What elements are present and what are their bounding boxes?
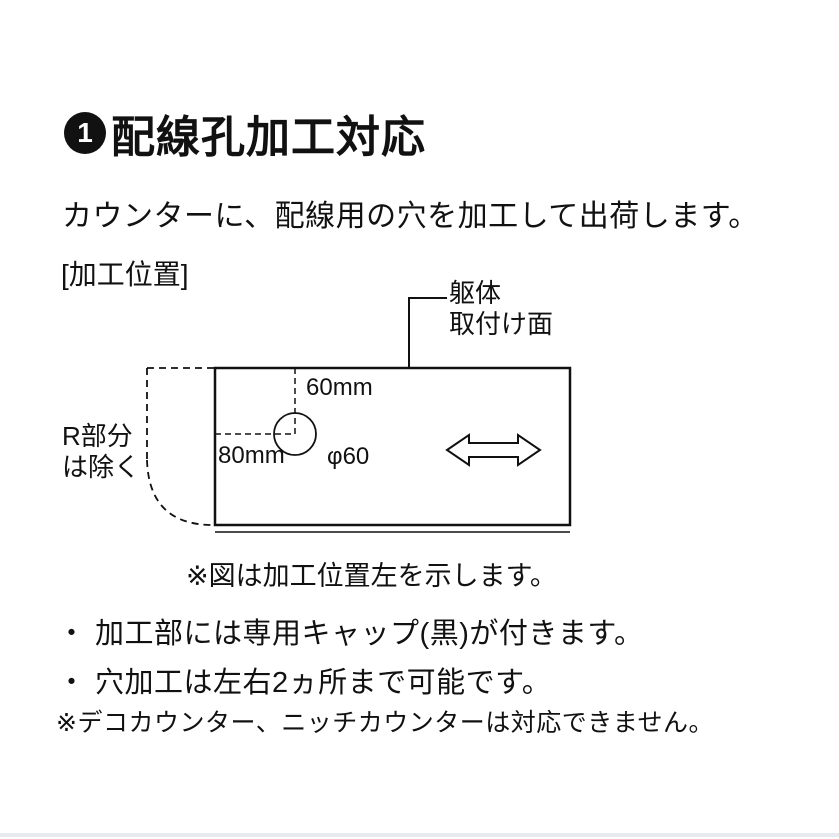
hole-diameter-label: φ60 bbox=[327, 443, 370, 470]
note-cap: ・ 加工部には専用キャップ(黒)が付きます。 bbox=[57, 618, 644, 650]
leader-line bbox=[408, 297, 447, 368]
dim-60mm-label: 60mm bbox=[306, 374, 373, 401]
page-title: 1 配線孔加工対応 bbox=[64, 101, 426, 165]
intro-text: カウンターに、配線用の穴を加工して出荷します。 bbox=[62, 200, 759, 233]
width-range-arrow-icon bbox=[445, 433, 542, 467]
r-note-label: R部分 は除く bbox=[62, 421, 140, 482]
diagram-caption: ※図は加工位置左を示します。 bbox=[186, 561, 557, 591]
dim-80mm-label: 80mm bbox=[218, 442, 285, 469]
note-hole-count: ・ 穴加工は左右2ヵ所まで可能です。 bbox=[57, 667, 552, 699]
page-title-text: 配線孔加工対応 bbox=[111, 113, 426, 162]
r-note-label-line1: R部分 bbox=[62, 421, 133, 451]
r-corner-dashed-arc bbox=[146, 459, 214, 526]
mount-face-label: 躯体 取付け面 bbox=[449, 278, 553, 339]
mount-face-label-line2: 取付け面 bbox=[449, 308, 554, 339]
bottom-divider bbox=[0, 833, 839, 837]
number-1-badge-icon: 1 bbox=[64, 112, 106, 154]
section-label: [加工位置] bbox=[61, 259, 189, 290]
r-note-label-line2: は除く bbox=[62, 451, 141, 482]
processing-position-diagram: 躯体 取付け面 R部分 は除く 60mm 80mm φ60 ※図は加工位置左を示… bbox=[0, 275, 839, 605]
diagram-canvas bbox=[146, 297, 572, 533]
note-unsupported: ※デコカウンター、ニッチカウンターは対応できません。 bbox=[56, 709, 714, 737]
mount-face-label-line1: 躯体 bbox=[449, 278, 502, 308]
